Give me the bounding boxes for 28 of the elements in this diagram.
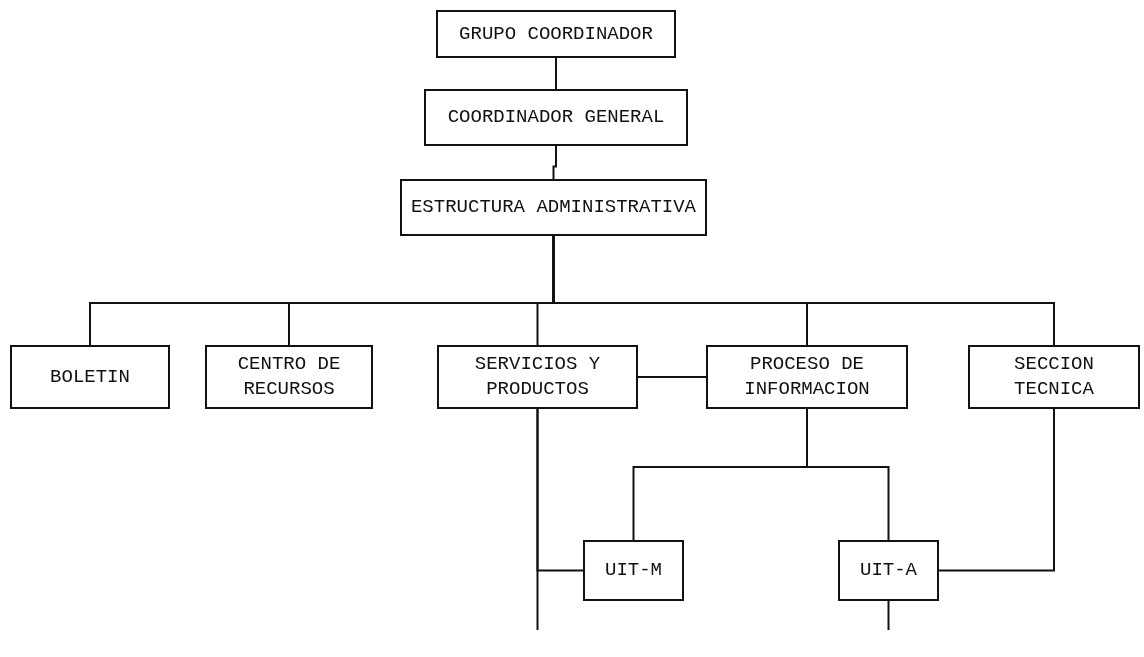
org-box [437, 345, 638, 409]
box-label: CENTRO DE RECURSOS [236, 352, 342, 402]
org-box [968, 345, 1140, 409]
connector-line [555, 57, 557, 90]
org-box [400, 179, 707, 236]
org-box [10, 345, 170, 409]
box-label: UIT-M [605, 558, 662, 583]
connector-line [536, 408, 539, 631]
box-label: PROCESO DE INFORMACION [743, 352, 871, 402]
box-label: SERVICIOS Y PRODUCTOS [473, 352, 602, 402]
box-label: UIT-A [860, 558, 917, 583]
box-label: SECCION TECNICA [1013, 352, 1095, 402]
box-label: ESTRUCTURA ADMINISTRATIVA [410, 195, 696, 220]
org-box [706, 345, 908, 409]
box-label: GRUPO COORDINADOR [459, 21, 653, 47]
connector-line [637, 376, 707, 378]
box-label: COORDINADOR GENERAL [447, 105, 665, 130]
org-box [424, 89, 688, 146]
connector-line [552, 145, 557, 180]
org-box [583, 540, 684, 601]
connector-line [806, 408, 890, 541]
org-box [838, 540, 939, 601]
box-label: BOLETIN [50, 364, 130, 390]
connector-line [552, 235, 1055, 346]
connector-line [938, 408, 1055, 572]
org-box [205, 345, 373, 409]
org-box [436, 10, 676, 58]
connector-line [887, 600, 890, 631]
